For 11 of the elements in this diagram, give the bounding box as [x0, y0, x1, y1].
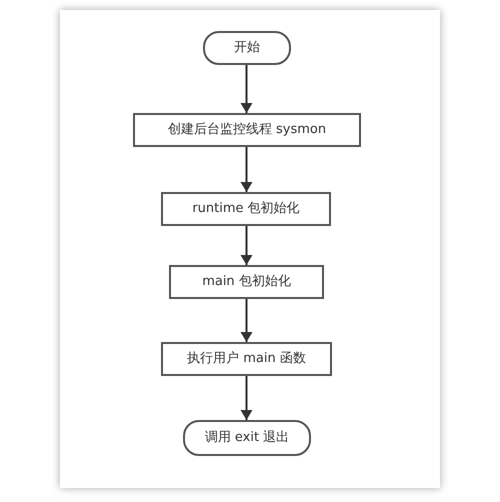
arrow: [240, 226, 252, 265]
arrow: [240, 147, 252, 192]
process-box: 执行用户 main 函数: [161, 342, 332, 376]
process-box: main 包初始化: [169, 265, 324, 299]
terminal-box: 开始: [203, 31, 291, 65]
process-box: runtime 包初始化: [161, 192, 331, 226]
arrow: [240, 299, 252, 342]
arrow: [240, 65, 252, 113]
process-box: 创建后台监控线程 sysmon: [133, 113, 361, 147]
terminal-box: 调用 exit 退出: [183, 420, 311, 456]
arrow: [240, 376, 252, 420]
